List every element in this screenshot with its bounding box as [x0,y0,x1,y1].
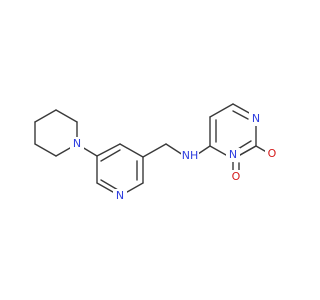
carbonyl-oxygen-label: O [232,170,241,183]
pyrimidine-bond [209,145,227,156]
label-background [229,170,243,184]
structure-canvas: N N NH N N O O [34,103,279,203]
piperidine-bond [55,109,78,123]
pyrimidine-nitrogen-top-label: N [252,112,260,125]
pyridine-double-bond [100,179,119,191]
pyrimidine-nitrogen-bottom-label: N [229,148,237,161]
pyrimidine-bond [209,103,234,118]
label-background [249,112,263,126]
label-background [265,147,279,161]
pyridine-bond [119,143,144,158]
label-background [181,149,199,163]
pyridine-nitrogen-label: N [116,189,124,202]
piperidine-nitrogen-label: N [73,137,81,150]
pyrimidine-double-bond [237,140,252,150]
piperidine-bond [34,109,57,123]
pyrimidine-double-bond [232,110,249,120]
ester-oxygen-label: O [268,147,277,160]
label-background [113,189,127,203]
methylene-amine-bond [165,143,184,156]
label-background [70,137,84,151]
pyrimidine-bond [232,103,252,115]
pyridine-double-bond [100,149,121,162]
methylene-bond [142,143,167,158]
atom-labels: N N NH N N O O [70,112,279,203]
amine-label: NH [182,149,199,162]
chemical-structure: N N NH N N O O [34,103,279,203]
pyridine-bond [96,143,121,157]
piperidine-bond [34,143,57,157]
label-background [226,148,240,162]
